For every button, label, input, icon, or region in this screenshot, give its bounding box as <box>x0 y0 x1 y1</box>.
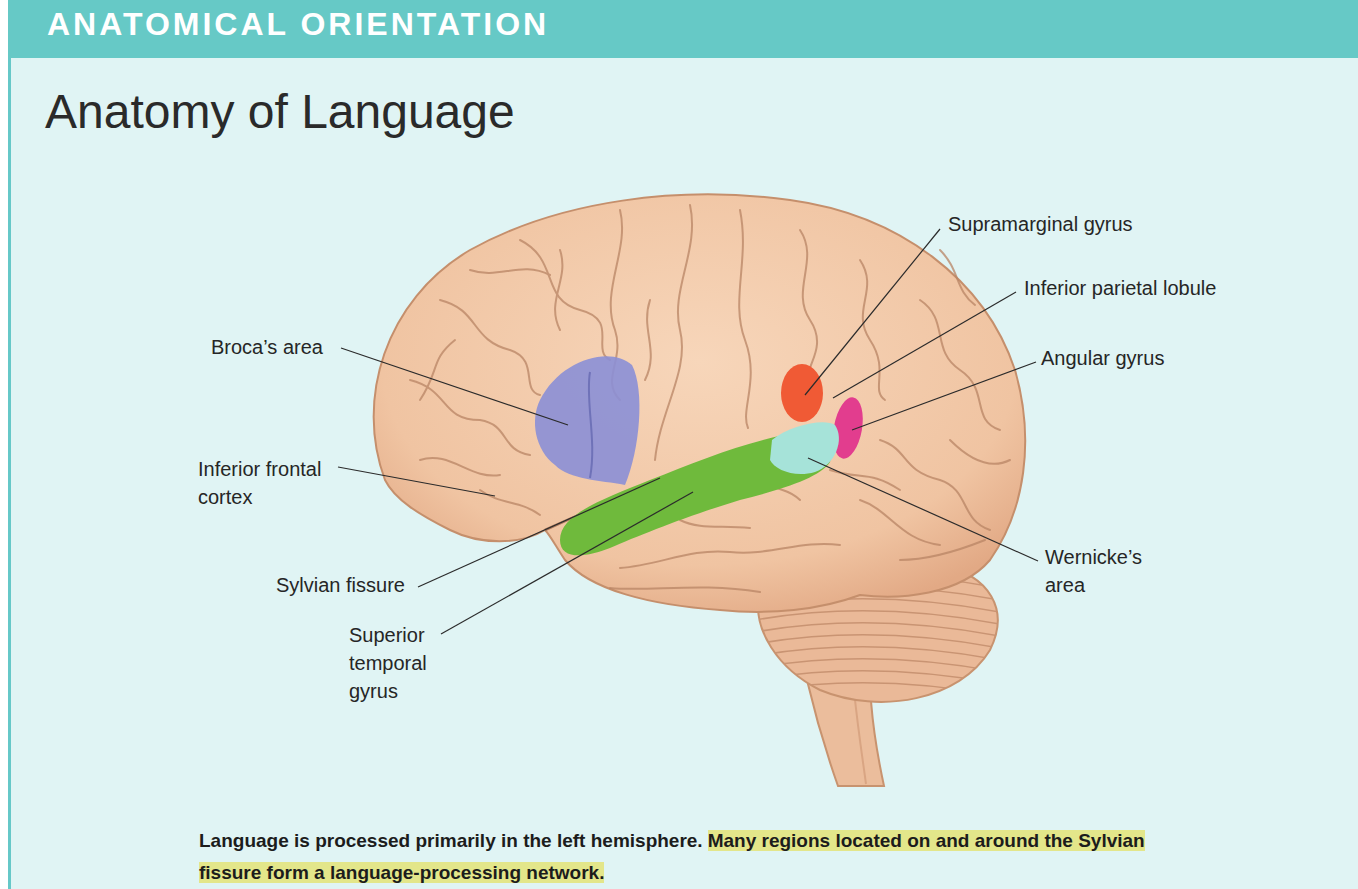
wernicke-region <box>770 422 839 474</box>
region-label: Superior temporal gyrus <box>349 621 427 705</box>
caption-text: Language is processed primarily in the l… <box>199 830 703 851</box>
broca-sulcus <box>589 372 593 478</box>
region-label: Broca’s area <box>211 333 323 361</box>
supramarginal-region <box>781 364 823 422</box>
region-label: Angular gyrus <box>1041 344 1164 372</box>
region-label: Supramarginal gyrus <box>948 210 1133 238</box>
region-label: Wernicke’s area <box>1045 543 1142 599</box>
leader-lines <box>338 229 1038 634</box>
page-title: Anatomy of Language <box>45 83 515 141</box>
region-label: Inferior frontal cortex <box>198 455 348 511</box>
cerebrum <box>374 194 1026 611</box>
broca-region <box>535 356 639 485</box>
region-label: Inferior parietal lobule <box>1024 274 1216 302</box>
caption: Language is processed primarily in the l… <box>199 825 1189 889</box>
region-label: Sylvian fissure <box>276 571 405 599</box>
section-header: ANATOMICAL ORIENTATION <box>47 6 549 42</box>
gyri-lines <box>410 205 1010 592</box>
